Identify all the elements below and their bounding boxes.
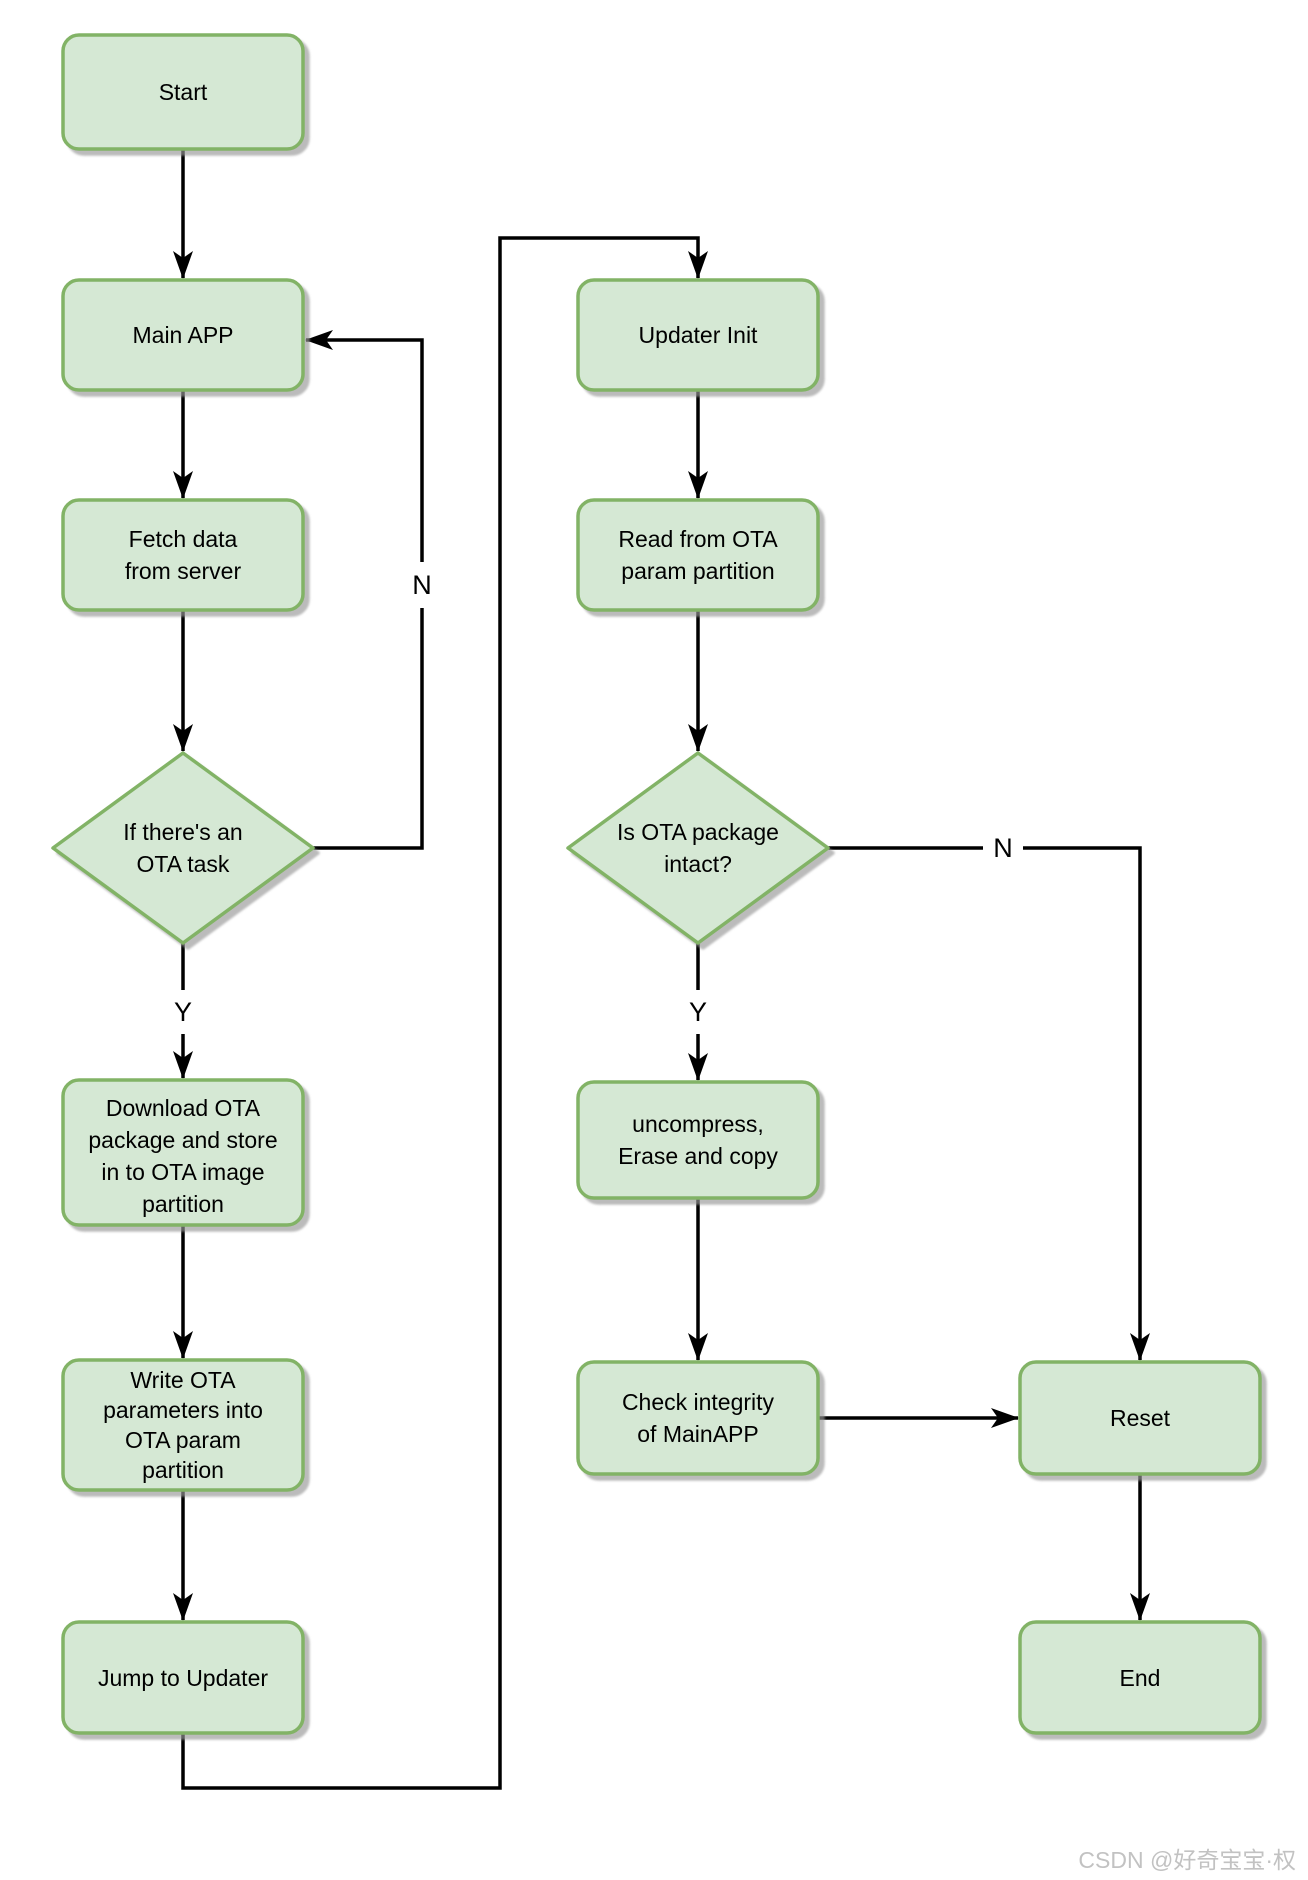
node-reset-label: Reset bbox=[1110, 1405, 1171, 1431]
node-start: Start bbox=[61, 33, 305, 151]
node-main-app-shape bbox=[61, 278, 305, 392]
node-read-param-shape bbox=[576, 498, 820, 612]
node-uncompress-shape bbox=[576, 1080, 820, 1200]
node-read-param-label: param partition bbox=[621, 558, 774, 584]
node-end-label: End bbox=[1120, 1665, 1161, 1691]
node-updater-init: Updater Init bbox=[576, 278, 820, 392]
node-download-package-label: package and store bbox=[88, 1127, 277, 1153]
node-ota-task-decision-label: OTA task bbox=[137, 851, 230, 877]
node-ota-task-decision-label: If there's an bbox=[123, 819, 242, 845]
edge-label-no-ota-task: N bbox=[412, 570, 432, 600]
node-reset-shape bbox=[1018, 1360, 1262, 1476]
edge-jump-to-updaterinit bbox=[181, 236, 708, 1790]
node-download-package-shape bbox=[61, 1078, 305, 1227]
node-end: End bbox=[1018, 1620, 1262, 1735]
node-fetch-data-shape bbox=[61, 498, 305, 612]
node-fetch-data-label: Fetch data bbox=[129, 526, 238, 552]
node-write-params-shape bbox=[61, 1358, 305, 1492]
node-download-package-label: Download OTA bbox=[106, 1095, 261, 1121]
node-intact-decision: Is OTA package intact? bbox=[566, 751, 830, 945]
node-read-param: Read from OTA param partition bbox=[576, 498, 820, 612]
node-updater-init-label: Updater Init bbox=[639, 322, 759, 348]
node-updater-init-shape bbox=[576, 278, 820, 392]
edge-label-yes-ota-task: Y bbox=[174, 997, 192, 1027]
watermark: CSDN @好奇宝宝·权 bbox=[1078, 1847, 1296, 1873]
node-uncompress-label: uncompress, bbox=[632, 1111, 764, 1137]
edge-labels: N Y N Y bbox=[164, 562, 1023, 1034]
edge-label-no-intact: N bbox=[993, 833, 1013, 863]
edge-label-bg bbox=[403, 562, 441, 608]
node-fetch-data-label: from server bbox=[125, 558, 242, 584]
node-write-params: Write OTA parameters into OTA param part… bbox=[61, 1358, 305, 1492]
node-main-app: Main APP bbox=[61, 278, 305, 392]
node-ota-task-decision-shape bbox=[51, 751, 315, 945]
node-check-integrity: Check integrity of MainAPP bbox=[576, 1360, 820, 1476]
node-uncompress-label: Erase and copy bbox=[618, 1143, 778, 1169]
edge-label-bg bbox=[983, 826, 1023, 870]
node-intact-decision-label: intact? bbox=[664, 851, 732, 877]
node-fetch-data: Fetch data from server bbox=[61, 498, 305, 612]
node-start-label: Start bbox=[159, 79, 208, 105]
node-start-shape bbox=[61, 33, 305, 151]
node-end-shape bbox=[1018, 1620, 1262, 1735]
node-reset: Reset bbox=[1018, 1360, 1262, 1476]
node-check-integrity-label: of MainAPP bbox=[637, 1421, 758, 1447]
node-jump-updater: Jump to Updater bbox=[61, 1620, 305, 1735]
node-main-app-label: Main APP bbox=[133, 322, 234, 348]
node-download-package-label: in to OTA image bbox=[101, 1159, 264, 1185]
node-write-params-label: parameters into bbox=[103, 1397, 263, 1423]
edge-label-yes-intact: Y bbox=[689, 997, 707, 1027]
node-write-params-label: OTA param bbox=[125, 1427, 241, 1453]
node-write-params-label: partition bbox=[142, 1457, 224, 1483]
edge-label-bg bbox=[164, 990, 202, 1034]
node-ota-task-decision: If there's an OTA task bbox=[51, 751, 315, 945]
edge-label-bg bbox=[679, 990, 717, 1034]
node-check-integrity-label: Check integrity bbox=[622, 1389, 775, 1415]
edge-decision2-no bbox=[828, 846, 1150, 1361]
node-jump-updater-label: Jump to Updater bbox=[98, 1665, 268, 1691]
node-intact-decision-label: Is OTA package bbox=[617, 819, 779, 845]
node-write-params-label: Write OTA bbox=[130, 1367, 236, 1393]
edges bbox=[173, 149, 1150, 1790]
node-check-integrity-shape bbox=[576, 1360, 820, 1476]
node-download-package: Download OTA package and store in to OTA… bbox=[61, 1078, 305, 1227]
node-download-package-label: partition bbox=[142, 1191, 224, 1217]
node-read-param-label: Read from OTA bbox=[618, 526, 778, 552]
node-jump-updater-shape bbox=[61, 1620, 305, 1735]
node-intact-decision-shape bbox=[566, 751, 830, 945]
node-uncompress: uncompress, Erase and copy bbox=[576, 1080, 820, 1200]
